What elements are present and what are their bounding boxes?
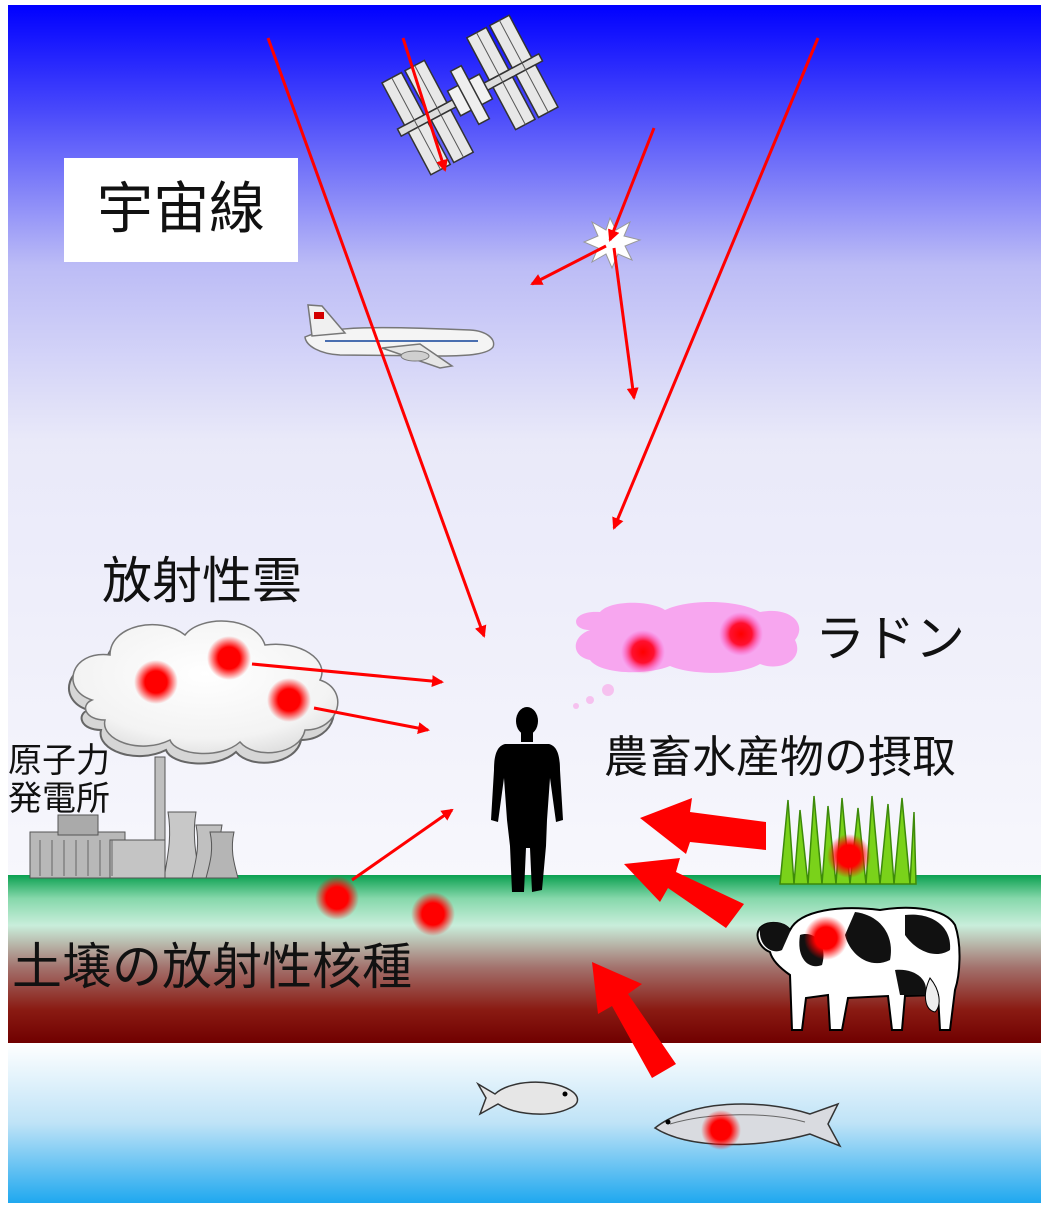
collision-burst-icon — [582, 216, 642, 270]
cosmic-ray-arrow — [612, 247, 639, 400]
hotspot — [827, 834, 871, 878]
radioactive-cloud-label: 放射性雲 — [102, 552, 302, 610]
hotspot — [701, 1110, 741, 1150]
intake-arrow-fish — [592, 962, 676, 1078]
cloud-ray-arrow — [313, 706, 430, 734]
hotspot — [804, 916, 848, 960]
soil-ray-arrow — [351, 808, 454, 882]
water — [8, 1043, 1041, 1203]
hotspot — [719, 612, 763, 656]
cloud-ray-arrow — [251, 662, 444, 688]
cosmic-ray-arrows — [266, 37, 820, 638]
hotspot — [207, 636, 251, 680]
nuclear-plant-icon — [29, 756, 239, 879]
hotspot — [411, 892, 455, 936]
salmon-icon — [653, 1102, 842, 1148]
airplane-icon — [304, 304, 495, 369]
radon-label: ラドン — [815, 610, 965, 668]
nuclear-plant-label: 原子力発電所 — [8, 742, 110, 818]
intake-arrow-grass — [640, 798, 766, 854]
intake-arrow-cow — [624, 858, 744, 928]
hotspot — [134, 660, 178, 704]
cosmic-ray-arrow — [612, 37, 820, 530]
soil-nuclides-label: 土壌の放射性核種 — [12, 938, 412, 996]
hotspot — [267, 678, 311, 722]
human-silhouette-icon — [491, 707, 563, 892]
cosmic-ray-arrow — [530, 244, 607, 286]
food-intake-label: 農畜水産物の摂取 — [604, 732, 956, 783]
nuclear-plant-label-line1: 原子力 — [8, 741, 110, 781]
hotspot — [315, 876, 359, 920]
intake-arrows — [592, 798, 766, 1078]
cosmic-rays-label: 宇宙線 — [64, 158, 298, 262]
cosmic-ray-arrow — [401, 37, 448, 172]
cosmic-ray-arrow — [608, 127, 656, 242]
hotspot — [621, 630, 665, 674]
nuclear-plant-label-line2: 発電所 — [8, 779, 110, 820]
cosmic-ray-arrow — [266, 37, 487, 638]
radioactive-hotspots — [134, 612, 871, 1150]
carp-icon — [475, 1081, 579, 1116]
